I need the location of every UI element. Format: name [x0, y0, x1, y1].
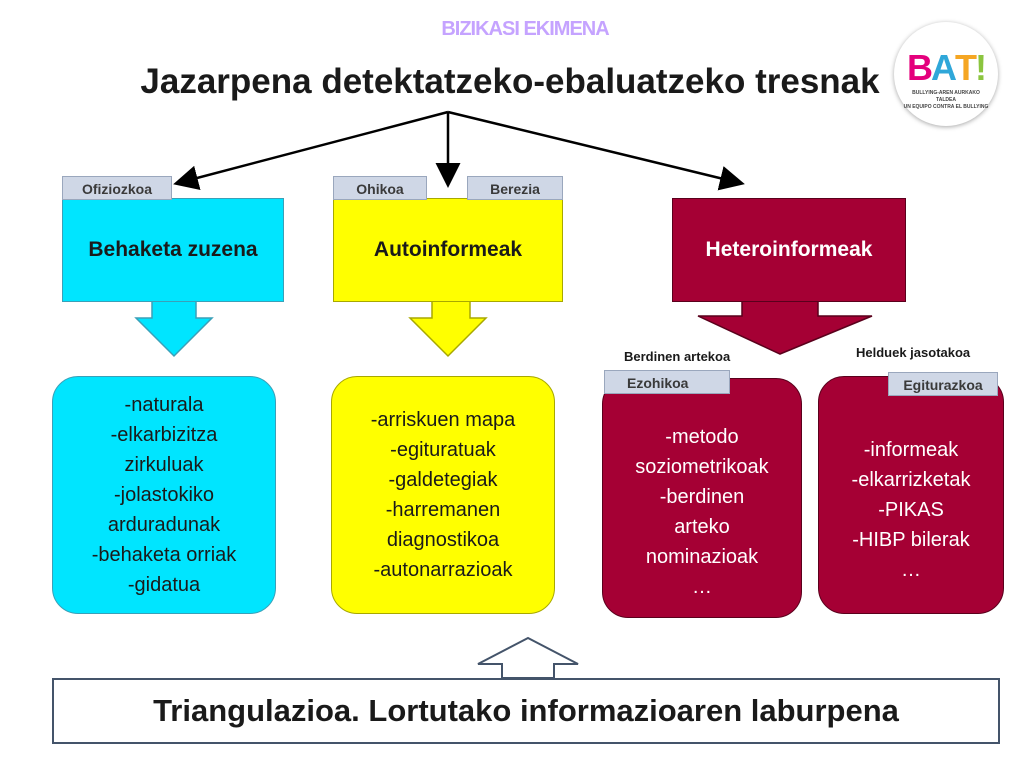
logo-subline-2: UN EQUIPO CONTRA EL BULLYING [903, 104, 989, 110]
detail-line: zirkuluak [124, 454, 204, 476]
detail-line: -egituratuak [390, 439, 496, 461]
label-berdinen-artekoa: Berdinen artekoa [624, 349, 731, 364]
logo-subtitle: BULLYING-AREN AURKAKO TALDEA UN EQUIPO C… [902, 90, 990, 111]
header-small-title: BIZIKASI EKIMENA [441, 18, 609, 40]
detail-line: -gidatua [127, 574, 201, 596]
source-box-heteroinformeak: Heteroinformeak [672, 198, 906, 302]
down-arrow-behaketa [134, 299, 214, 358]
detail-line: arduradunak [107, 514, 221, 536]
detail-line: -berdinen [659, 486, 745, 508]
detail-box-autoinformeak: -arriskuen mapa -egituratuak -galdetegia… [331, 376, 555, 614]
source-box-behaketa: Behaketa zuzena [62, 198, 284, 302]
tag-berezia: Berezia [467, 176, 563, 200]
detail-line: … [691, 576, 712, 598]
down-arrow-heteroinformeak [697, 299, 873, 355]
logo-letter-a: A [931, 47, 957, 88]
page-title: Jazarpena detektatzeko-ebaluatzeko tresn… [140, 62, 880, 101]
detail-line: -metodo [665, 426, 739, 448]
logo-letter-b: B [907, 47, 933, 88]
tag-ohikoa: Ohikoa [333, 176, 427, 200]
detail-line: -autonarrazioak [373, 559, 513, 581]
arrow-to-heteroinformeak [447, 110, 745, 191]
detail-line: nominazioak [645, 546, 759, 568]
detail-line: -galdetegiak [388, 469, 498, 491]
logo-subline-1: BULLYING-AREN AURKAKO TALDEA [912, 90, 980, 103]
detail-line: -PIKAS [878, 499, 944, 521]
detail-line: -elkarbizitza [110, 424, 218, 446]
detail-box-berdinen: -metodo soziometrikoak -berdinen arteko … [602, 378, 802, 618]
tag-ezohikoa: Ezohikoa [604, 370, 730, 394]
logo-letter-t: T [955, 47, 977, 88]
detail-line: … [900, 559, 921, 581]
source-box-autoinformeak: Autoinformeak [333, 198, 563, 302]
tag-ofiziozkoa: Ofiziozkoa [62, 176, 172, 200]
detail-line: soziometrikoak [635, 456, 769, 478]
logo-letter-excl: ! [975, 47, 987, 88]
arrow-to-behaketa [173, 110, 449, 191]
triangulation-summary-box: Triangulazioa. Lortutako informazioaren … [52, 678, 1000, 744]
label-helduek-jasotakoa: Helduek jasotakoa [856, 345, 971, 360]
detail-line: -harremanen [385, 499, 501, 521]
up-arrow-bottom [477, 636, 579, 679]
detail-box-helduek: -informeak -elkarrizketak -PIKAS -HIBP b… [818, 376, 1004, 614]
detail-line: arteko [674, 516, 730, 538]
detail-line: -naturala [124, 394, 204, 416]
down-arrow-autoinformeak [408, 299, 488, 358]
bat-logo: BAT! [906, 47, 987, 88]
tag-egiturazkoa: Egiturazkoa [888, 372, 998, 396]
detail-line: -jolastokiko [113, 484, 215, 506]
detail-line: -informeak [863, 439, 959, 461]
detail-line: -HIBP bilerak [852, 529, 970, 551]
detail-line: -arriskuen mapa [370, 409, 516, 431]
detail-box-behaketa: -naturala -elkarbizitza zirkuluak -jolas… [52, 376, 276, 614]
logo-badge [894, 22, 998, 126]
detail-line: diagnostikoa [386, 529, 500, 551]
detail-line: -behaketa orriak [91, 544, 237, 566]
detail-line: -elkarrizketak [851, 469, 971, 491]
